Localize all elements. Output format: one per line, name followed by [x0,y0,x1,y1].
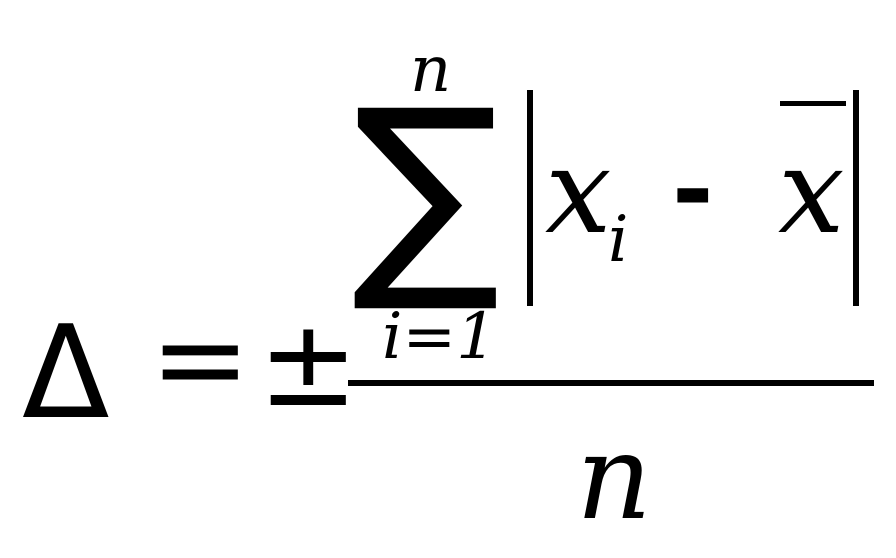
mean-bar [780,101,846,106]
mean-variable: x [778,122,845,260]
term-variable: x [545,122,612,260]
term-subscript: i [608,203,629,277]
delta-symbol: Δ [22,299,110,448]
summation-symbol: ∑ [352,62,501,318]
fraction-line [348,380,874,386]
abs-bar-left [527,90,533,306]
sum-lower-limit: i=1 [382,300,497,374]
denominator: n [576,408,652,546]
equals-sign: = [150,290,251,429]
abs-bar-right [853,90,859,306]
plus-minus-sign: ± [258,295,359,434]
minus-sign: - [672,131,714,248]
sum-upper-limit: n [410,33,452,107]
